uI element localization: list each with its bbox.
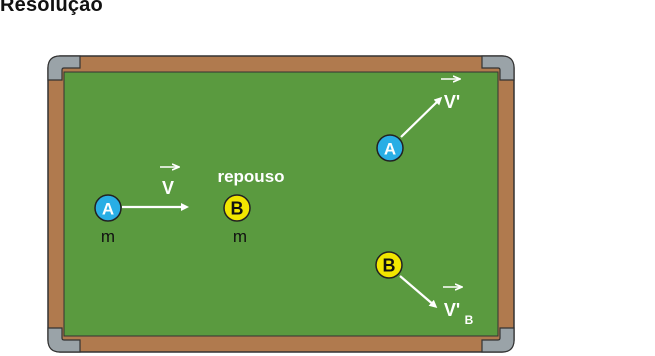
- corner-pocket-top-right: [481, 55, 515, 81]
- velocity-v-prime-arrow: [400, 96, 443, 138]
- corner-pocket-top-left: [47, 55, 81, 81]
- ball-a-final: [376, 134, 404, 162]
- mass-a-label: m: [101, 227, 115, 246]
- ball-b-final: [375, 251, 403, 279]
- ball-a-initial-label: A: [102, 200, 114, 219]
- velocity-v-prime-label: V': [444, 92, 460, 112]
- velocity-v-prime-b-subscript: B: [465, 313, 474, 327]
- velocity-v-prime-b-arrow: [399, 275, 438, 308]
- heading: Resolução: [0, 0, 103, 16]
- ball-a-initial: [94, 194, 122, 222]
- ball-b-final-label: B: [383, 256, 396, 276]
- mass-b-label: m: [233, 227, 247, 246]
- ball-b-initial: [223, 194, 251, 222]
- ball-b-initial-label: B: [231, 199, 244, 219]
- ball-a-final-label: A: [384, 140, 396, 159]
- corner-pocket-bottom-left: [47, 327, 81, 353]
- table-felt: [63, 71, 499, 337]
- velocity-v-label: V: [162, 178, 174, 198]
- velocity-v-prime-b-label: V': [444, 300, 460, 320]
- corner-pocket-bottom-right: [481, 327, 515, 353]
- rest-label: repouso: [217, 167, 284, 186]
